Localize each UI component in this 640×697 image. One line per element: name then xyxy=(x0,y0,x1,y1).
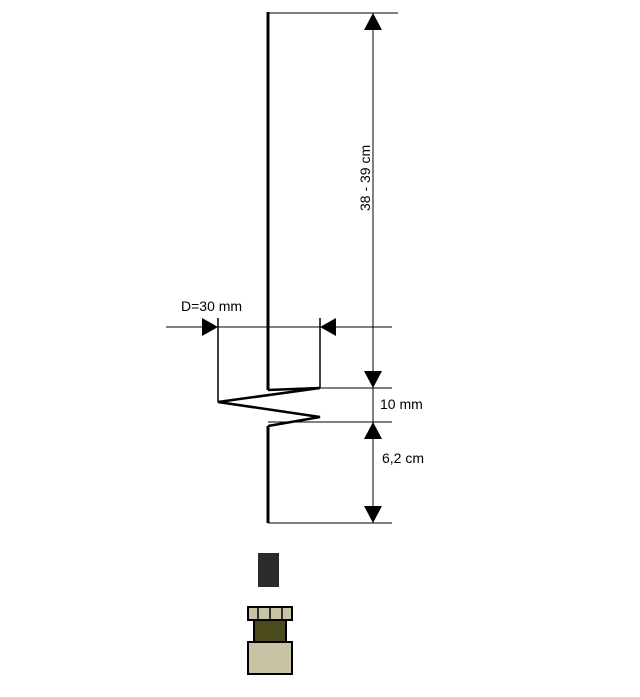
base-arrow-bottom xyxy=(364,506,382,523)
length-arrow-top xyxy=(364,13,382,30)
coil xyxy=(217,386,321,428)
coil-gap-label: 10 mm xyxy=(380,396,423,412)
connector-icon xyxy=(247,606,293,675)
antenna-length-label: 38 - 39 cm xyxy=(357,145,373,211)
base-length-label: 6,2 cm xyxy=(382,450,424,466)
length-arrow-bottom xyxy=(364,371,382,388)
coil-diameter-label: D=30 mm xyxy=(181,298,242,314)
diameter-arrow-left xyxy=(202,318,218,336)
sleeve-icon xyxy=(258,553,279,587)
base-arrow-top xyxy=(364,422,382,439)
diameter-arrow-right xyxy=(320,318,336,336)
